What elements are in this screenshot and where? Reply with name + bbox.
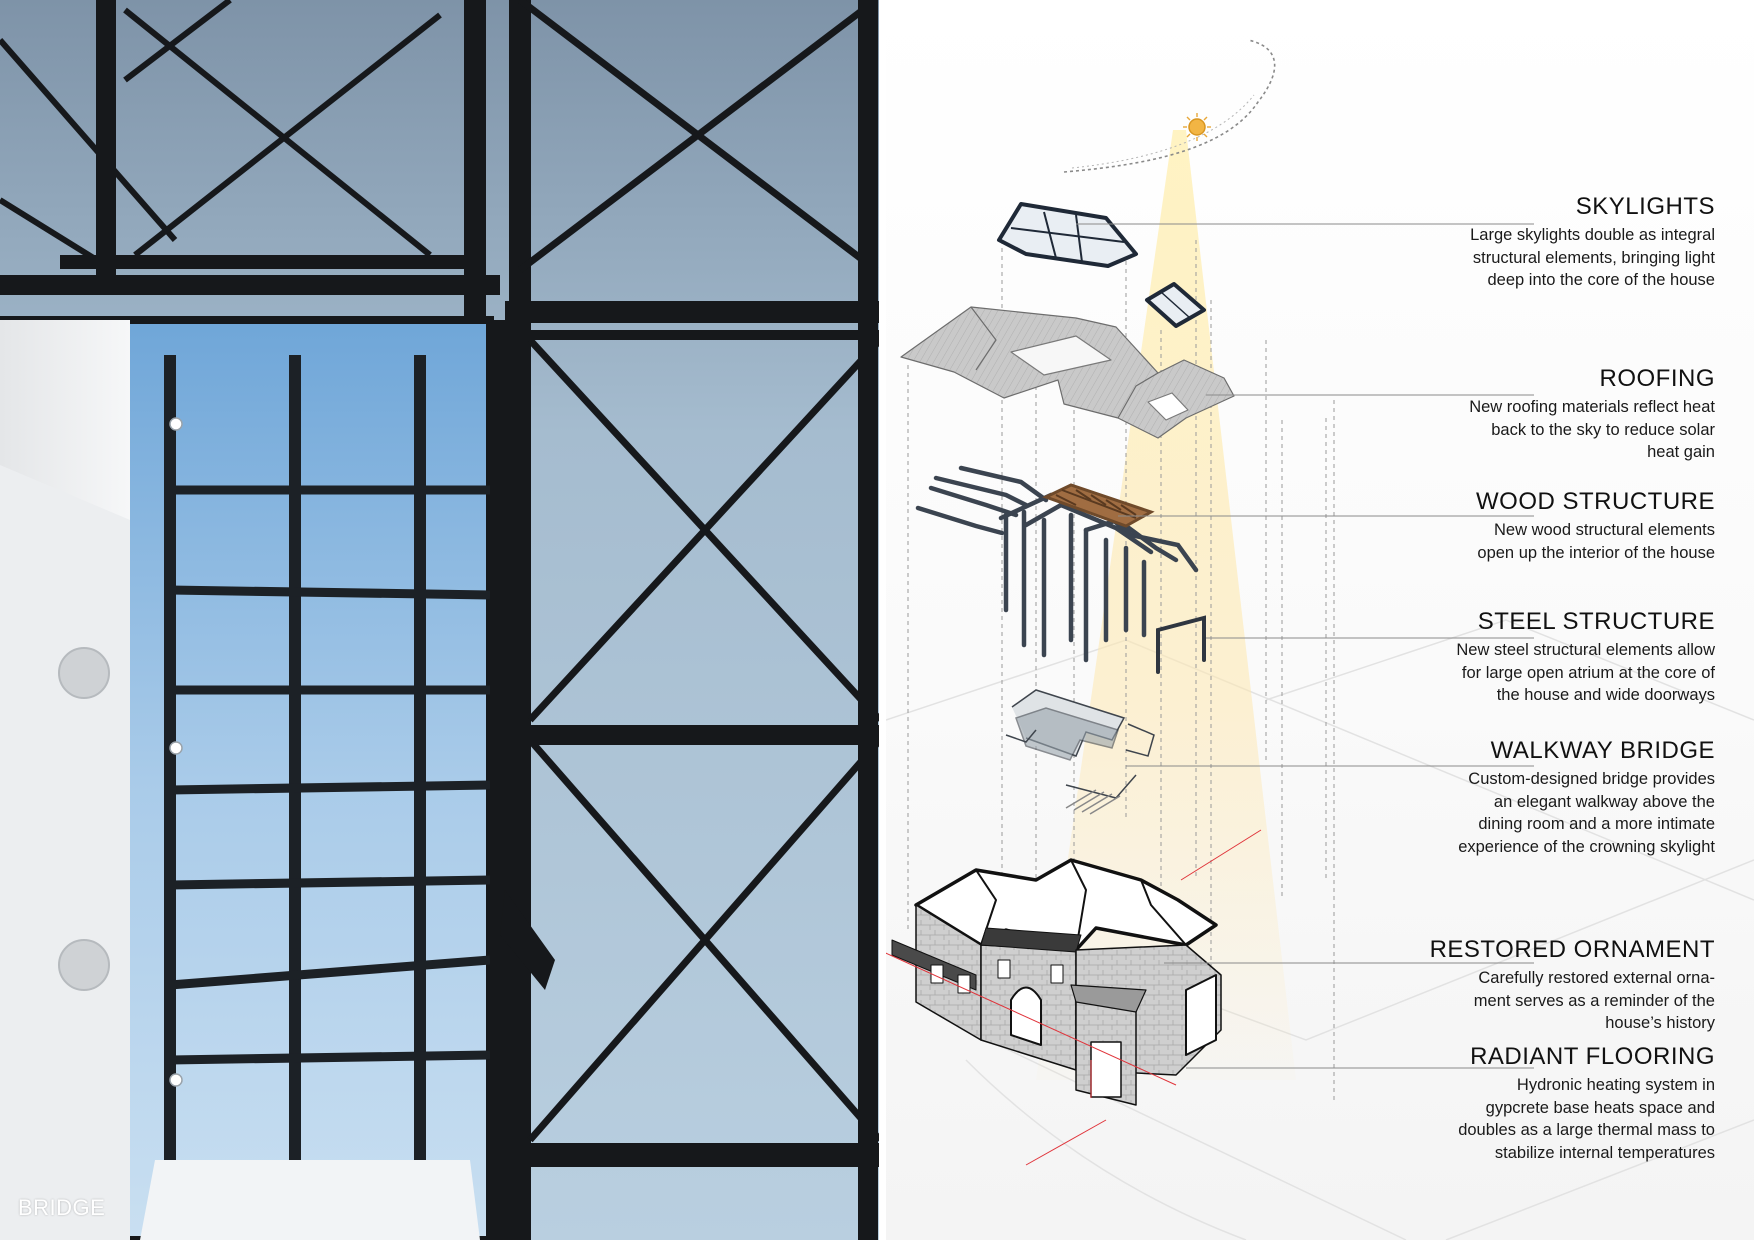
callout-restored-ornament: RESTORED ORNAMENT Carefully restored ext… (1430, 936, 1715, 1035)
callout-body: New wood structural elements open up the… (1477, 521, 1715, 562)
skylight-assembly (997, 202, 1206, 328)
callout-body: New steel structural elements allow for … (1456, 641, 1715, 704)
callout-body: Custom-designed bridge provides an elega… (1458, 770, 1715, 856)
exploded-axonometric-diagram: SKYLIGHTS Large skylights double as inte… (886, 0, 1754, 1240)
callout-title: ROOFING (1599, 365, 1715, 392)
axis-lines (886, 829, 1262, 1166)
steel-structure-layer (1156, 615, 1206, 674)
restored-house-model (891, 858, 1222, 1106)
callout-radiant-flooring: RADIANT FLOORING Hydronic heating system… (1458, 1043, 1715, 1164)
callout-title: SKYLIGHTS (1575, 193, 1715, 220)
callout-body: Hydronic heating system in gypcrete base… (1458, 1076, 1715, 1162)
skylight-photo-illustration (0, 0, 886, 1240)
bridge-photo: BRIDGE (0, 0, 886, 1240)
photo-caption: BRIDGE (18, 1195, 106, 1220)
leader-lines (1076, 223, 1534, 1069)
sun-icon (1183, 113, 1211, 141)
callout-title: RADIANT FLOORING (1470, 1043, 1715, 1070)
callout-roofing: ROOFING New roofing materials reflect he… (1469, 365, 1715, 464)
callout-steel-structure: STEEL STRUCTURE New steel structural ele… (1456, 608, 1715, 707)
callout-wood-structure: WOOD STRUCTURE New wood structural eleme… (1476, 488, 1715, 564)
light-beam (1036, 130, 1296, 1080)
callout-skylights: SKYLIGHTS Large skylights double as inte… (1470, 193, 1715, 292)
roofing-layer (900, 306, 1235, 439)
callout-body: New roofing materials reflect heat back … (1469, 398, 1715, 461)
callout-title: RESTORED ORNAMENT (1429, 936, 1715, 963)
callout-walkway-bridge: WALKWAY BRIDGE Custom-designed bridge pr… (1458, 737, 1715, 858)
callout-title: WOOD STRUCTURE (1476, 488, 1715, 515)
walkway-bridge-layer (1005, 689, 1155, 815)
diagram-drawing (886, 39, 1754, 1240)
callout-title: WALKWAY BRIDGE (1490, 737, 1715, 764)
callout-body: Large skylights double as integral struc… (1470, 226, 1715, 289)
callout-body: Carefully restored external orna- ment s… (1473, 969, 1715, 1032)
sun-path (1063, 39, 1276, 173)
callout-title: STEEL STRUCTURE (1477, 608, 1715, 635)
